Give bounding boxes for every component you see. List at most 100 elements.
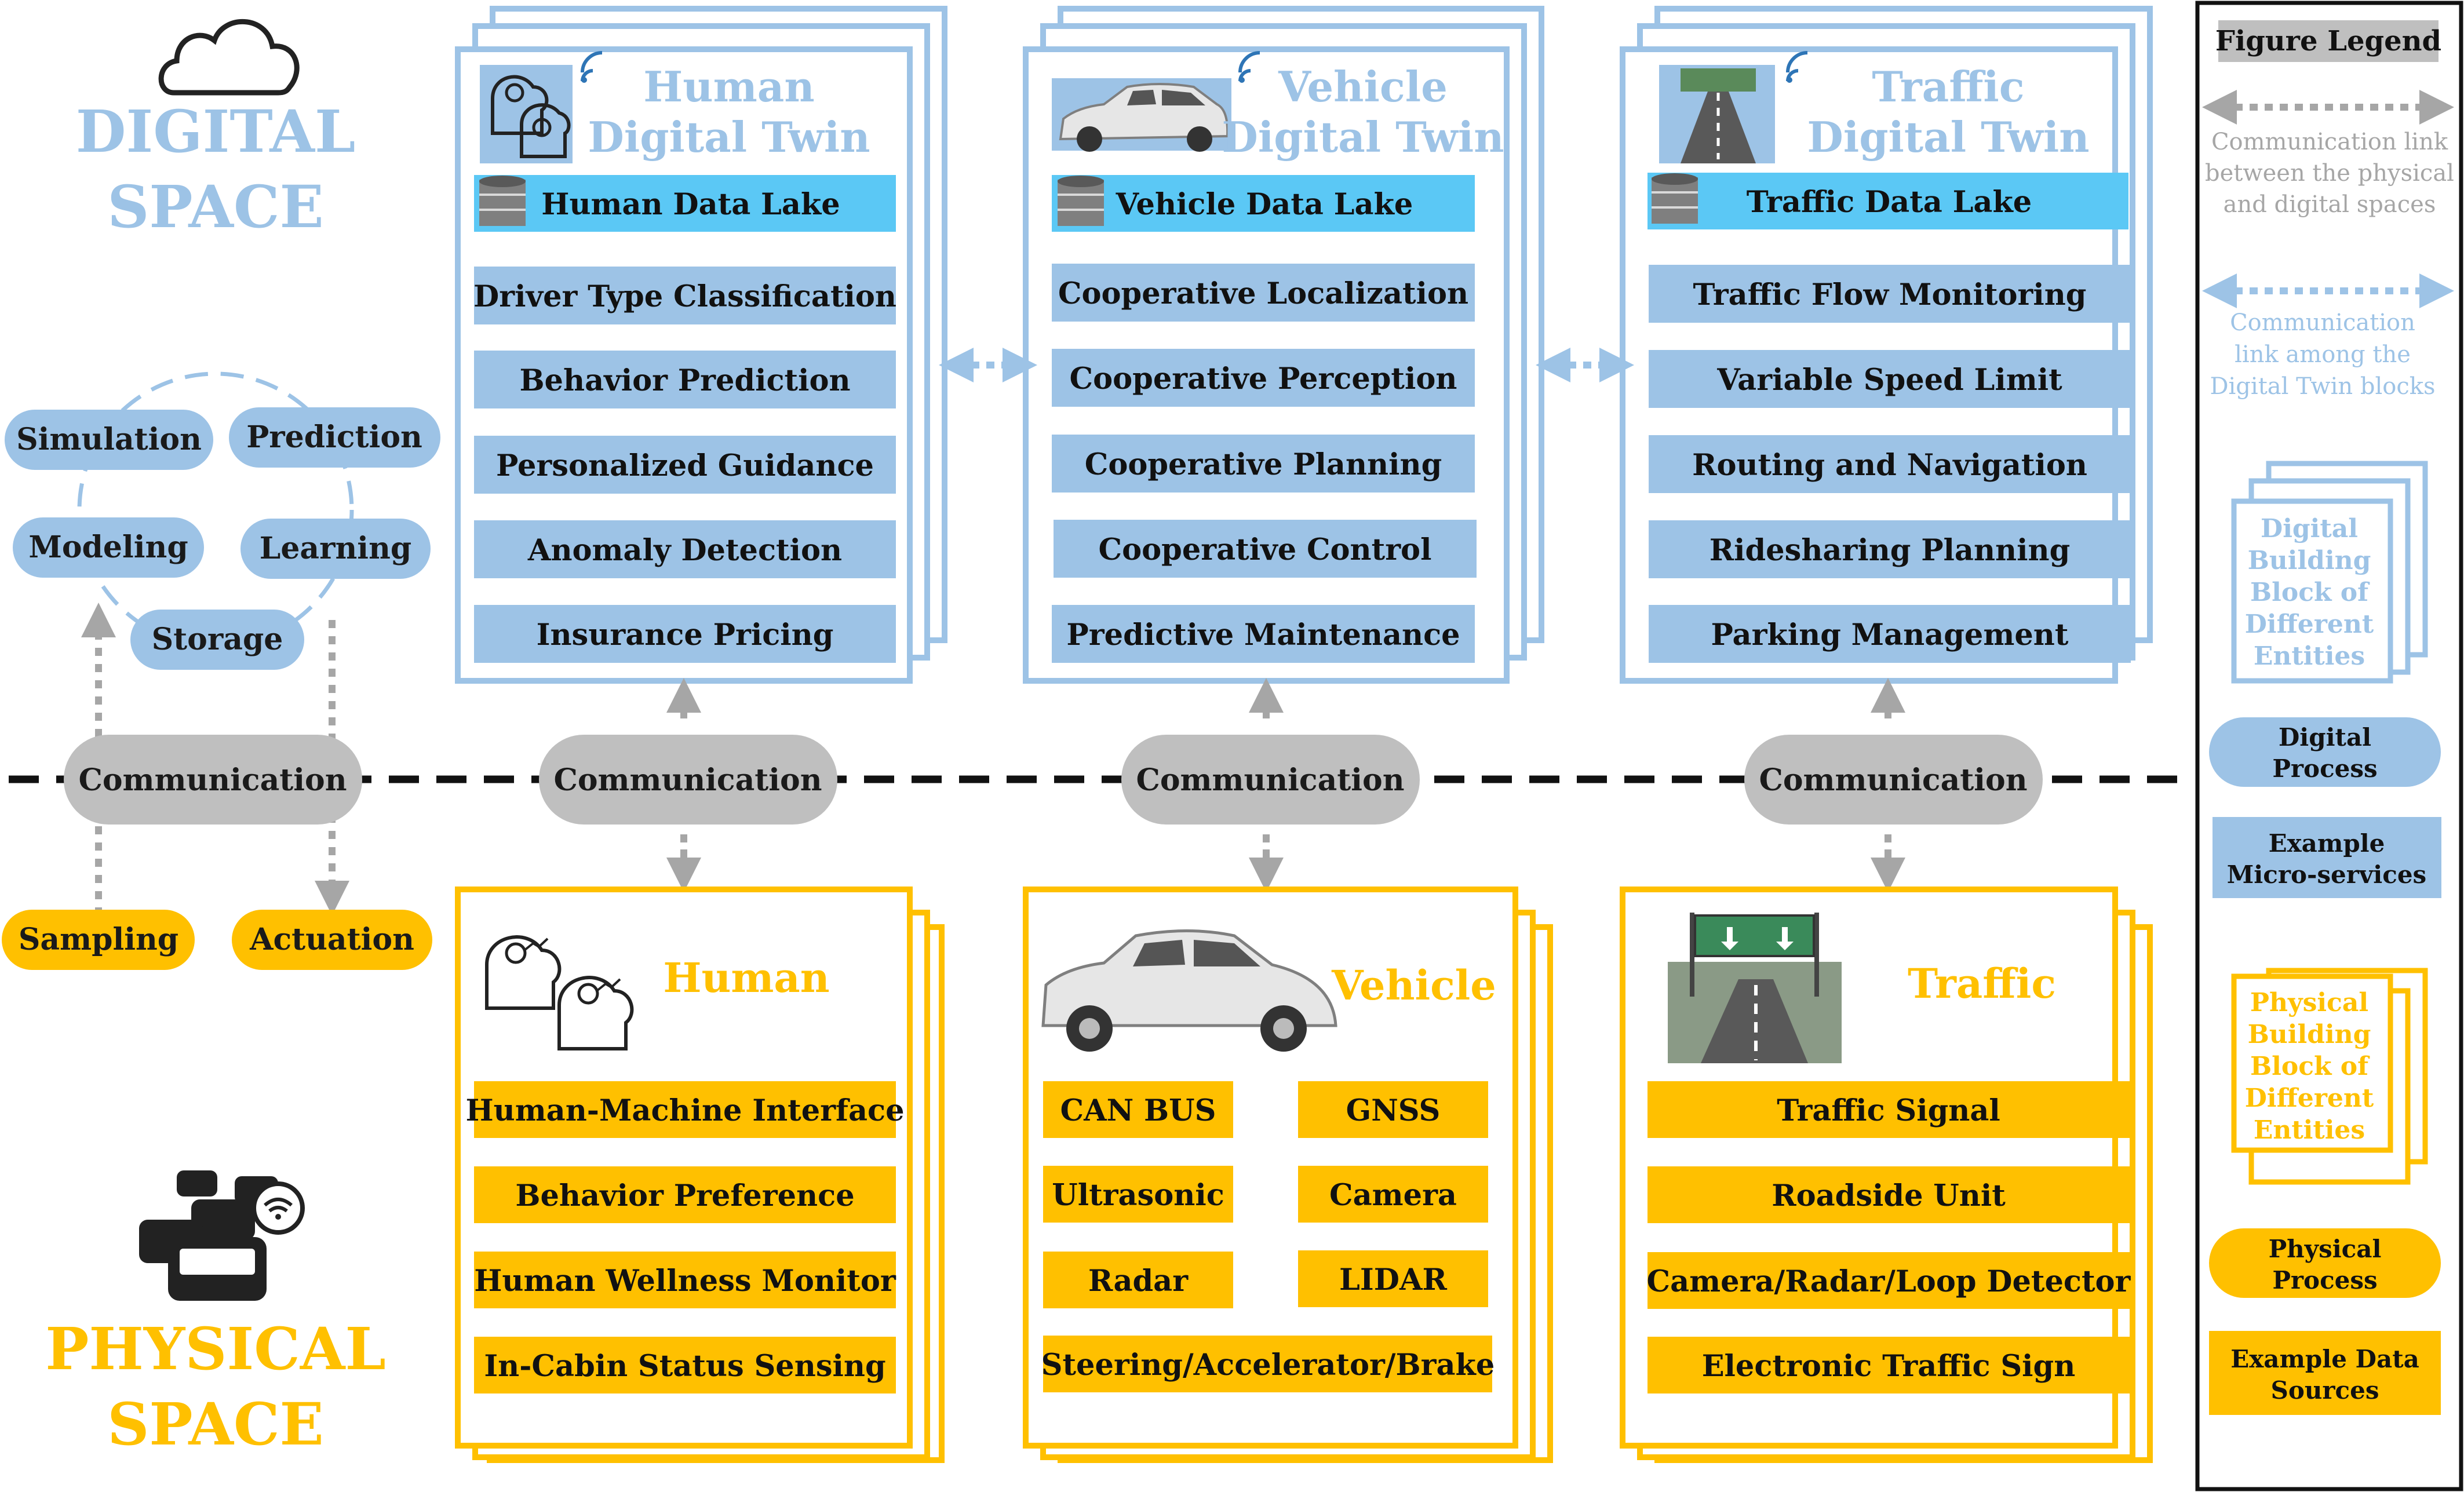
digital-process-simulation: Simulation [5, 410, 213, 470]
human-data-lake-label: Human Data Lake [541, 187, 840, 222]
svg-text:Camera/Radar/Loop Detector: Camera/Radar/Loop Detector [1647, 1264, 2131, 1299]
data-source-ultrasonic: Ultrasonic [1043, 1166, 1233, 1223]
traffic-data-lake [1647, 173, 2128, 229]
legend-comm-physical-digital-3: and digital spaces [2224, 191, 2436, 218]
legend-physical-process: Physical Process [2209, 1228, 2441, 1298]
svg-text:Ridesharing Planning: Ridesharing Planning [1710, 533, 2070, 568]
micro-service-behavior-prediction: Behavior Prediction [474, 351, 896, 408]
road-icon [1668, 913, 1842, 1063]
data-source-gnss: GNSS [1298, 1081, 1488, 1138]
traffic-physical-title: Traffic [1908, 960, 2056, 1008]
svg-text:Digital: Digital [2261, 514, 2358, 543]
database-icon [1058, 176, 1104, 226]
legend-digital-block: Digital Building Block of Different Enti… [2231, 461, 2428, 684]
svg-text:Cooperative Localization: Cooperative Localization [1058, 276, 1468, 311]
vehicle-twin-title-line1: Vehicle [1278, 62, 1448, 111]
svg-text:Block of: Block of [2250, 1052, 2370, 1081]
svg-text:Communication: Communication [553, 763, 822, 798]
svg-text:Steering/Accelerator/Brake: Steering/Accelerator/Brake [1041, 1348, 1495, 1382]
svg-text:Communication: Communication [78, 763, 347, 798]
physical-process-actuation: Actuation [232, 910, 432, 970]
physical-space-label-line2: SPACE [107, 1390, 324, 1458]
svg-text:Block of: Block of [2250, 578, 2370, 607]
data-source-human-wellness-monitor: Human Wellness Monitor [474, 1252, 896, 1308]
svg-text:LIDAR: LIDAR [1339, 1263, 1448, 1297]
human-physical-title: Human [663, 954, 829, 1002]
traffic-twin-title-line2: Digital Twin [1807, 112, 2089, 162]
micro-service-variable-speed-limit: Variable Speed Limit [1649, 350, 2131, 408]
communication-pill-traffic: Communication [1744, 735, 2043, 825]
vehicle-data-lake-label: Vehicle Data Lake [1116, 187, 1413, 222]
svg-text:Predictive Maintenance: Predictive Maintenance [1066, 618, 1460, 652]
legend-physical-block: Physical Building Block of Different Ent… [2231, 968, 2428, 1185]
legend-comm-twins-3: Digital Twin blocks [2210, 373, 2435, 400]
micro-service-routing-and-navigation: Routing and Navigation [1649, 435, 2131, 493]
svg-text:Roadside Unit: Roadside Unit [1772, 1179, 2006, 1213]
human-physical-block: Human Human-Machine Interface Behavior P… [455, 887, 945, 1463]
traffic-physical-block: Traffic Traffic Signal Roadside Unit Cam… [1620, 887, 2153, 1463]
human-mind-icon [480, 65, 573, 163]
micro-service-cooperative-control: Cooperative Control [1054, 520, 1477, 578]
micro-service-cooperative-planning: Cooperative Planning [1052, 435, 1475, 493]
physical-process-sampling: Sampling [2, 910, 195, 970]
svg-text:Different: Different [2245, 610, 2374, 639]
svg-text:Traffic Signal: Traffic Signal [1777, 1093, 2000, 1128]
svg-text:Micro-services: Micro-services [2227, 860, 2426, 889]
vehicle-twin-title-line2: Digital Twin [1222, 112, 1504, 162]
svg-text:Process: Process [2272, 1266, 2377, 1294]
physical-space-label-line1: PHYSICAL [45, 1315, 386, 1383]
communication-pill-human: Communication [539, 735, 837, 825]
digital-process-modeling: Modeling [13, 517, 204, 578]
data-source-roadside-unit: Roadside Unit [1647, 1166, 2130, 1223]
digital-space-label-line1: DIGITAL [76, 97, 356, 166]
legend-comm-physical-digital-1: Communication link [2211, 129, 2448, 155]
svg-text:Digital: Digital [2279, 723, 2371, 752]
legend-digital-process: Digital Process [2209, 717, 2441, 787]
data-source-human-machine-interface: Human-Machine Interface [465, 1081, 905, 1138]
svg-text:Learning: Learning [260, 531, 411, 566]
digital-process-storage: Storage [130, 610, 304, 670]
data-source-in-cabin-status-sensing: In-Cabin Status Sensing [474, 1337, 896, 1393]
micro-service-anomaly-detection: Anomaly Detection [474, 520, 896, 578]
micro-service-parking-management: Parking Management [1649, 605, 2131, 663]
figure-legend: Figure Legend Communication link between… [2195, 1, 2463, 1491]
data-source-camera-radar-loop-detector: Camera/Radar/Loop Detector [1647, 1252, 2131, 1309]
car-icon [1041, 929, 1337, 1052]
database-icon [1652, 173, 1698, 224]
svg-text:Communication: Communication [1759, 763, 2027, 798]
svg-text:Cooperative Planning: Cooperative Planning [1085, 447, 1442, 482]
svg-text:Storage: Storage [152, 622, 283, 657]
svg-text:Camera: Camera [1329, 1178, 1457, 1213]
svg-text:In-Cabin Status Sensing: In-Cabin Status Sensing [484, 1349, 885, 1384]
data-source-radar: Radar [1043, 1252, 1233, 1308]
cloud-icon [158, 19, 300, 96]
legend-micro-services: Example Micro-services [2213, 817, 2441, 898]
micro-service-personalized-guidance: Personalized Guidance [474, 436, 896, 494]
communication-pill-left: Communication [64, 735, 362, 825]
digital-space-label-line2: SPACE [107, 173, 324, 241]
svg-text:Prediction: Prediction [246, 419, 422, 455]
svg-text:Cooperative Control: Cooperative Control [1099, 532, 1432, 567]
svg-text:Ultrasonic: Ultrasonic [1052, 1178, 1224, 1213]
data-source-camera: Camera [1298, 1166, 1488, 1223]
human-data-lake [474, 175, 896, 232]
vehicle-physical-block: Vehicle CAN BUS GNSS Ultrasonic Camera R… [1023, 887, 1553, 1463]
svg-text:Anomaly Detection: Anomaly Detection [527, 533, 842, 568]
traffic-data-lake-label: Traffic Data Lake [1747, 185, 2032, 220]
svg-text:Example Data: Example Data [2230, 1345, 2419, 1373]
micro-service-cooperative-localization: Cooperative Localization [1052, 264, 1475, 322]
svg-text:Process: Process [2272, 754, 2377, 783]
human-twin-title-line2: Digital Twin [588, 112, 870, 162]
vehicle-data-lake [1052, 175, 1475, 232]
car-icon [1052, 78, 1231, 152]
process-cycle-circle [77, 371, 354, 648]
legend-title: Figure Legend [2215, 25, 2441, 57]
traffic-twin-title-line1: Traffic [1872, 62, 2024, 111]
svg-text:Behavior Prediction: Behavior Prediction [519, 363, 850, 398]
svg-text:Electronic Traffic Sign: Electronic Traffic Sign [1702, 1349, 2076, 1384]
svg-text:Human-Machine Interface: Human-Machine Interface [465, 1093, 904, 1128]
communication-pill-vehicle: Communication [1121, 735, 1420, 825]
legend-comm-physical-digital-2: between the physical [2205, 160, 2454, 187]
svg-text:CAN BUS: CAN BUS [1060, 1093, 1216, 1128]
